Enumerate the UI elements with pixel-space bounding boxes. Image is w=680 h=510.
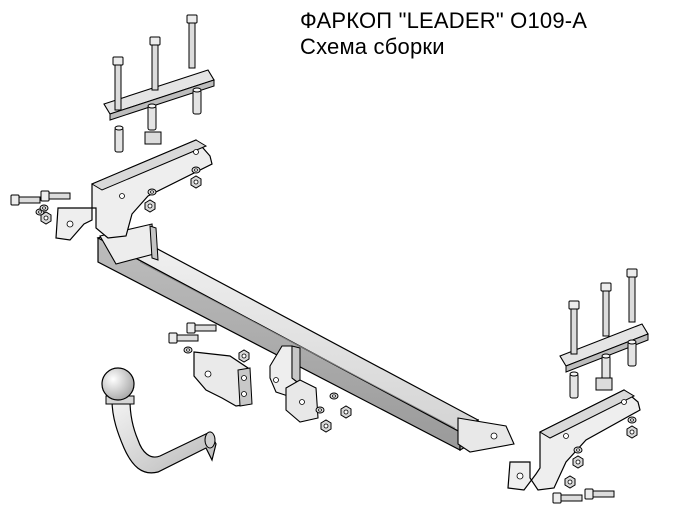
diagram-title-block: ФАРКОП "LEADER" O109-A Схема сборки bbox=[300, 8, 587, 60]
left-clamp-plate bbox=[103, 69, 215, 121]
tow-bar-crossbeam bbox=[96, 229, 480, 452]
left-mounting-bracket bbox=[55, 139, 213, 241]
right-spacer-tubes bbox=[569, 339, 637, 399]
right-square-washer bbox=[595, 377, 613, 391]
diagram-subtitle: Схема сборки bbox=[300, 34, 445, 59]
socket-plate bbox=[193, 351, 253, 407]
center-nuts bbox=[315, 392, 352, 433]
right-side-bolts bbox=[552, 488, 615, 504]
left-square-washer bbox=[144, 131, 162, 145]
tow-ball bbox=[101, 367, 135, 401]
right-clamp-plate bbox=[559, 323, 649, 373]
right-beam-end-bracket bbox=[457, 417, 515, 453]
ball-hitch-neck bbox=[101, 367, 217, 474]
right-mounting-bracket bbox=[507, 389, 641, 491]
hitch-holder-bracket bbox=[269, 345, 319, 423]
left-spacer-tubes bbox=[114, 87, 202, 153]
diagram-title: ФАРКОП "LEADER" O109-A bbox=[300, 8, 588, 33]
